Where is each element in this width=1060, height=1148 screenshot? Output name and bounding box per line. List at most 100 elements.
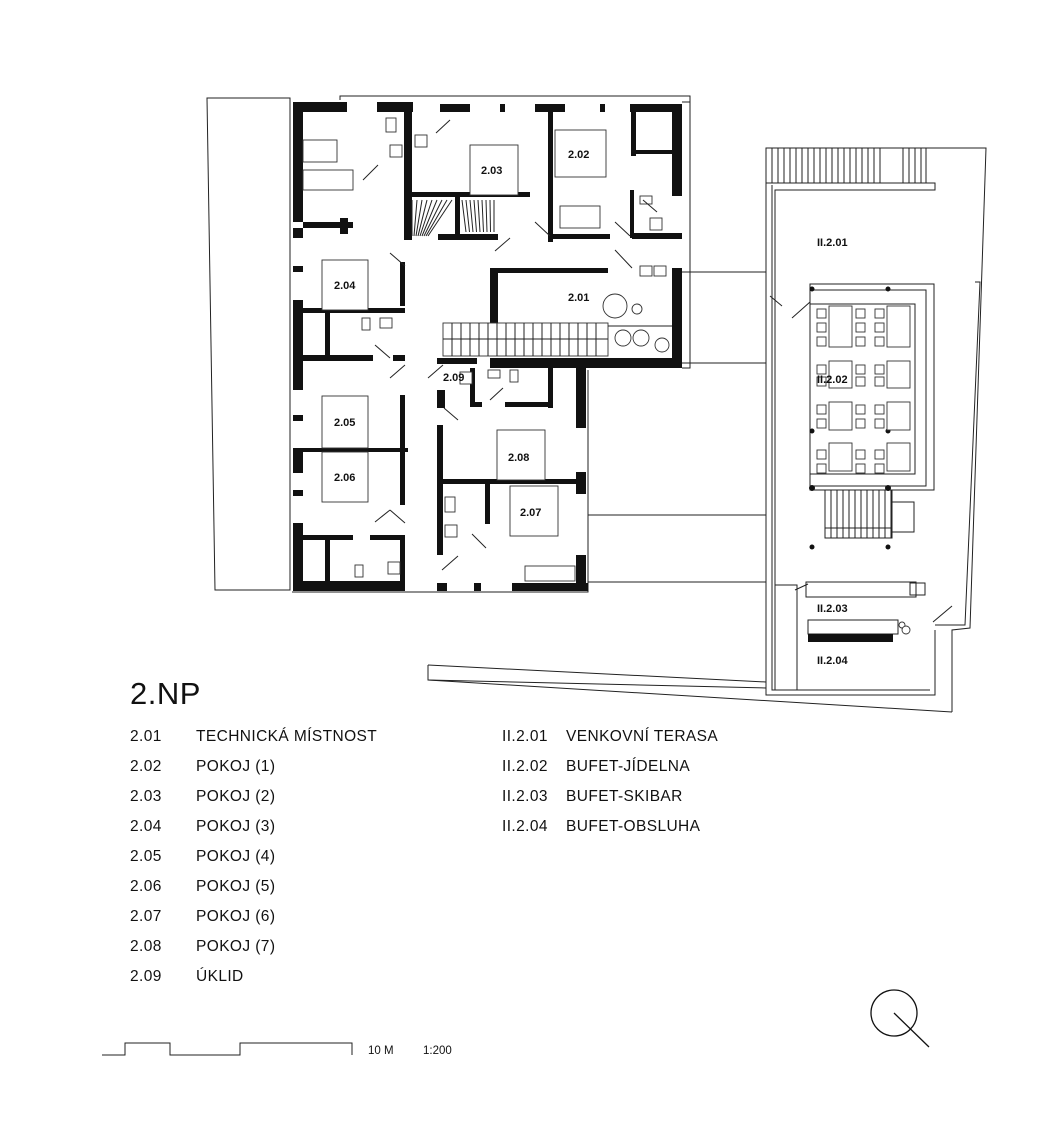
dining-table	[828, 442, 853, 472]
chair	[855, 449, 866, 460]
legend-room-number: 2.02	[130, 758, 162, 775]
bed	[509, 485, 559, 537]
room-label-2-04: 2.04	[334, 280, 356, 292]
room-label-2-06: 2.06	[334, 472, 355, 484]
chair	[816, 336, 827, 347]
chair	[855, 322, 866, 333]
room-label-2-02: 2.02	[568, 149, 589, 161]
legend-room-name: BUFET-SKIBAR	[566, 788, 683, 805]
room-label-ii-2-03: II.2.03	[817, 603, 848, 615]
legend-row: II.2.03 BUFET-SKIBAR	[502, 782, 718, 812]
chair	[855, 404, 866, 415]
legend-row: 2.02 POKOJ (1)	[130, 752, 377, 782]
legend-room-name: POKOJ (7)	[196, 938, 276, 955]
bed	[469, 144, 519, 196]
chair	[816, 308, 827, 319]
legend-room-number: II.2.02	[502, 758, 548, 775]
legend-room-number: 2.04	[130, 818, 162, 835]
legend-row: II.2.02 BUFET-JÍDELNA	[502, 752, 718, 782]
chair	[874, 463, 885, 474]
chair	[874, 322, 885, 333]
dining-table	[886, 360, 911, 389]
bed	[554, 129, 607, 178]
dining-table	[828, 360, 853, 389]
room-label-2-09: 2.09	[443, 372, 464, 384]
bed	[321, 259, 369, 311]
chair	[816, 463, 827, 474]
legend-room-number: 2.03	[130, 788, 162, 805]
chair	[874, 376, 885, 387]
legend-room-name: TECHNICKÁ MÍSTNOST	[196, 728, 378, 745]
door-swings	[362, 119, 953, 623]
chair	[874, 449, 885, 460]
legend-room-number: II.2.04	[502, 818, 548, 835]
chair	[855, 376, 866, 387]
chair	[816, 364, 827, 375]
bed	[321, 395, 369, 449]
legend-room-number: 2.05	[130, 848, 162, 865]
legend-room-number: 2.01	[130, 728, 162, 745]
dining-table	[886, 442, 911, 472]
legend-room-name: POKOJ (1)	[196, 758, 276, 775]
room-label-2-07: 2.07	[520, 507, 541, 519]
chair	[874, 336, 885, 347]
legend-row: 2.01 TECHNICKÁ MÍSTNOST	[130, 722, 377, 752]
chair	[855, 336, 866, 347]
legend-room-name: POKOJ (3)	[196, 818, 276, 835]
chair	[816, 322, 827, 333]
dining-table	[828, 305, 853, 348]
chair	[874, 404, 885, 415]
chair	[855, 364, 866, 375]
chair	[874, 418, 885, 429]
legend-room-name: ÚKLID	[196, 968, 244, 985]
legend-room-name: BUFET-JÍDELNA	[566, 758, 691, 775]
scale-bar	[102, 1042, 353, 1056]
room-label-2-03: 2.03	[481, 165, 502, 177]
bed	[496, 429, 546, 481]
scale-length-label: 10 M	[368, 1045, 394, 1057]
room-labels: 2.01 2.02 2.03 2.04 2.05 2.06 2.07 2.08 …	[334, 149, 848, 667]
legend-row: 2.06 POKOJ (5)	[130, 872, 377, 902]
legend-room-number: II.2.01	[502, 728, 548, 745]
legend-room-name: POKOJ (2)	[196, 788, 276, 805]
legend-room-name: POKOJ (5)	[196, 878, 276, 895]
buffet-annex	[765, 147, 981, 696]
room-label-ii-2-04: II.2.04	[817, 655, 848, 667]
room-label-2-05: 2.05	[334, 417, 355, 429]
chair	[816, 449, 827, 460]
bed	[321, 451, 369, 503]
dining-table	[886, 305, 911, 348]
chair	[855, 418, 866, 429]
legend-room-name: POKOJ (4)	[196, 848, 276, 865]
north-arrow-icon	[870, 989, 930, 1048]
room-label-ii-2-02: II.2.02	[817, 374, 848, 386]
chair	[855, 308, 866, 319]
floor-title: 2.NP	[130, 676, 201, 711]
chair	[874, 364, 885, 375]
legend-right: II.2.01 VENKOVNÍ TERASA II.2.02 BUFET-JÍDEL…	[502, 722, 718, 842]
legend-room-number: II.2.03	[502, 788, 548, 805]
room-label-2-01: 2.01	[568, 292, 589, 304]
internal-staircase	[411, 199, 609, 357]
legend-row: 2.03 POKOJ (2)	[130, 782, 377, 812]
room-label-2-08: 2.08	[508, 452, 529, 464]
chair	[855, 463, 866, 474]
legend-row: II.2.01 VENKOVNÍ TERASA	[502, 722, 718, 752]
legend-row: 2.04 POKOJ (3)	[130, 812, 377, 842]
scale-ratio-label: 1:200	[423, 1045, 452, 1057]
chair	[816, 418, 827, 429]
legend-room-name: VENKOVNÍ TERASA	[566, 728, 719, 745]
chair	[874, 308, 885, 319]
dining-table	[828, 401, 853, 431]
legend-room-number: 2.07	[130, 908, 162, 925]
chair	[816, 376, 827, 387]
dining-table	[886, 401, 911, 431]
main-building-walls	[293, 102, 682, 591]
legend-room-number: 2.06	[130, 878, 162, 895]
